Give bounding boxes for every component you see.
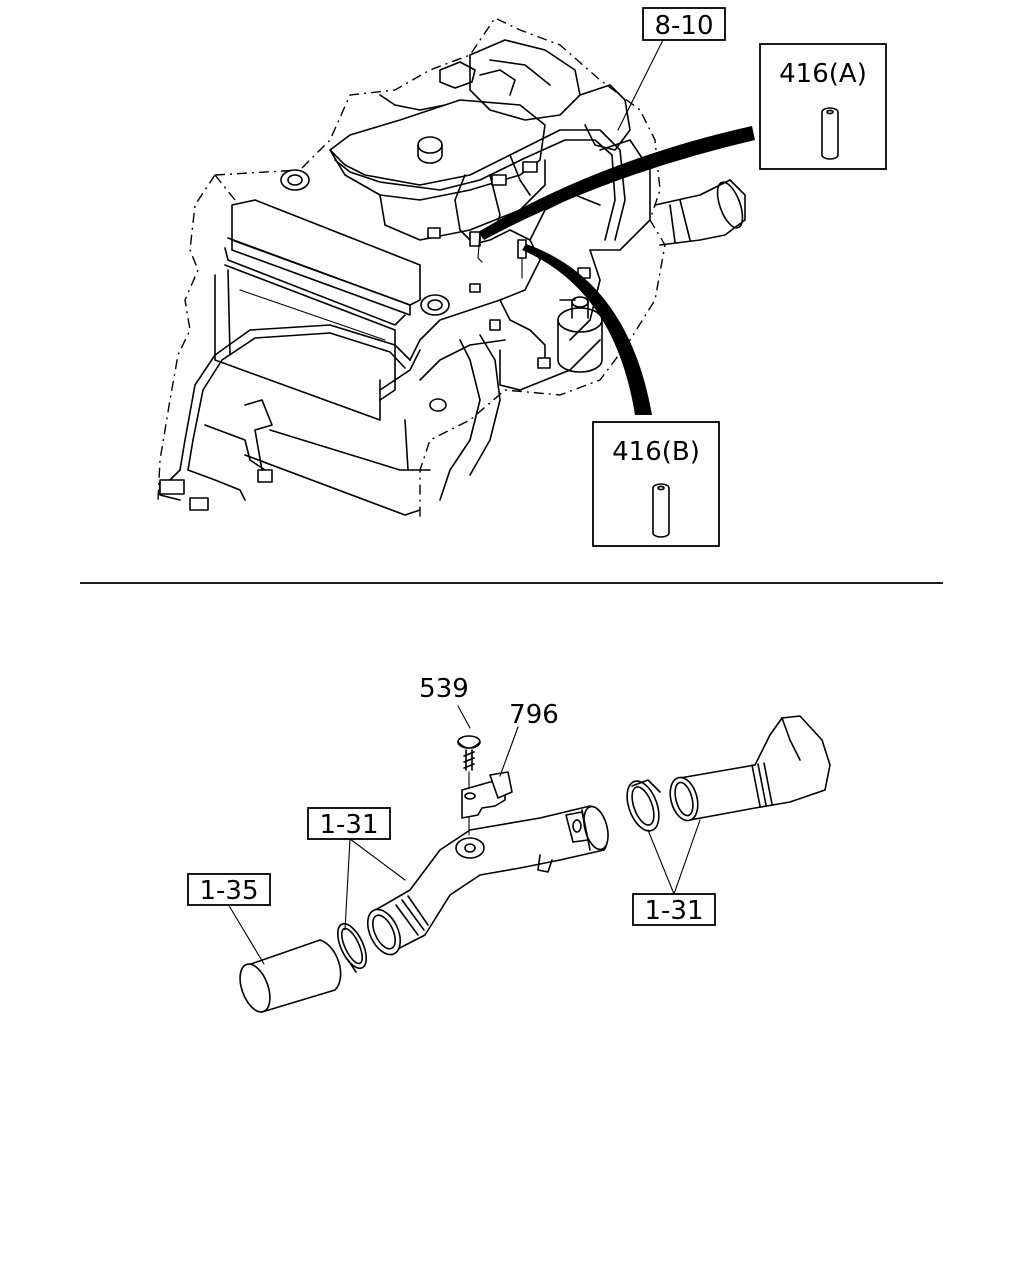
clamp-left xyxy=(336,922,368,973)
screw-539 xyxy=(457,735,481,771)
callout-1-31-left-text: 1-31 xyxy=(319,810,378,840)
callout-1-31-right: 1-31 xyxy=(632,893,716,926)
callout-539: 539 xyxy=(419,674,469,704)
intake-pipe-assembly xyxy=(227,705,831,1013)
inset-416a: 416(A) xyxy=(759,43,887,170)
callout-1-35: 1-35 xyxy=(187,873,271,906)
leader-416a xyxy=(478,126,755,240)
leader-416b xyxy=(522,244,652,415)
hose-1-35 xyxy=(239,939,342,1013)
callout-1-31-left: 1-31 xyxy=(307,807,391,840)
callout-1-35-text: 1-35 xyxy=(199,876,258,906)
spacer-sleeve-icon xyxy=(821,107,839,160)
inset-416b-label: 416(B) xyxy=(612,437,700,467)
clamp-right xyxy=(626,779,661,832)
callout-8-10-text: 8-10 xyxy=(654,11,713,41)
inset-416b: 416(B) xyxy=(592,421,720,547)
spacer-sleeve-icon xyxy=(652,483,670,538)
callout-8-10: 8-10 xyxy=(642,7,726,41)
engine-assembly xyxy=(157,17,746,520)
hose-right xyxy=(669,715,831,822)
bracket-796 xyxy=(461,771,513,819)
callout-796: 796 xyxy=(509,700,559,730)
inset-416a-label: 416(A) xyxy=(779,59,867,89)
callout-1-31-right-text: 1-31 xyxy=(644,896,703,926)
intake-pipe xyxy=(366,805,609,956)
